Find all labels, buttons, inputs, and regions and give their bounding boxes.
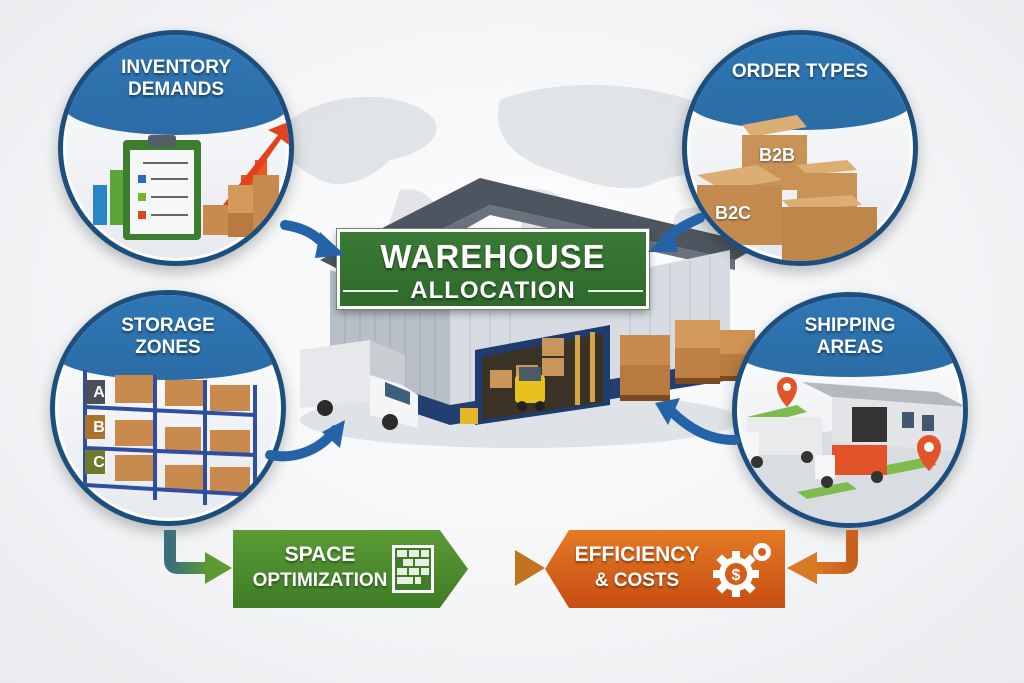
svg-text:$: $ (732, 567, 741, 584)
center-title-line2: ALLOCATION (410, 277, 576, 304)
efficiency-line1: EFFICIENCY (574, 543, 700, 566)
storage-title-line1: STORAGE (121, 315, 215, 336)
inventory-title-line2: DEMANDS (127, 79, 225, 100)
boxes-icon (697, 115, 877, 261)
clipboard-chart-icon (93, 121, 289, 240)
arrow-head-space (205, 552, 232, 584)
efficiency-line2: & COSTS (594, 570, 680, 591)
zone-b-label: B (93, 419, 105, 436)
shipping-title-line2: AREAS (816, 337, 884, 358)
floor-grid-icon (392, 545, 434, 593)
truck-depot-icon (737, 377, 963, 523)
b2c-label: B2C (715, 203, 752, 223)
inventory-title-line1: INVENTORY (121, 57, 231, 78)
circle-header (55, 295, 281, 380)
outcome-space-optimization: SPACE OPTIMIZATION (233, 530, 468, 608)
arrow-head-from-shipping (787, 552, 817, 584)
dollar-gear-icon: $ (713, 543, 771, 597)
circle-header (687, 35, 913, 130)
node-storage-zones: STORAGE ZONES A B C (50, 290, 286, 526)
warehouse-allocation-sign: WAREHOUSE ALLOCATION (336, 228, 650, 310)
outcome-efficiency-costs: EFFICIENCY & COSTS $ (545, 530, 785, 608)
space-line1: SPACE (284, 543, 356, 566)
arrow-storage-to-space (164, 530, 210, 574)
rack-icon (83, 370, 257, 507)
sign-divider-right (587, 290, 643, 292)
zone-a-label: A (93, 384, 105, 401)
b2b-label: B2B (759, 145, 796, 165)
arrow-head-efficiency (515, 550, 545, 586)
storage-title-line2: ZONES (135, 337, 201, 358)
circle-header (737, 297, 963, 377)
space-line2: OPTIMIZATION (252, 570, 388, 591)
node-order-types: ORDER TYPES B2B B2C (682, 30, 918, 266)
node-shipping-areas: SHIPPING AREAS (732, 292, 968, 528)
sign-divider-left (343, 290, 399, 292)
node-inventory-demands: INVENTORY DEMANDS (58, 30, 294, 266)
zone-c-label: C (93, 454, 105, 471)
arrow-shipping-to-efficiency (812, 530, 858, 574)
center-title-line1: WAREHOUSE (380, 238, 606, 275)
shipping-title-line1: SHIPPING (804, 315, 896, 336)
orders-title: ORDER TYPES (731, 61, 869, 82)
circle-header (63, 35, 289, 135)
